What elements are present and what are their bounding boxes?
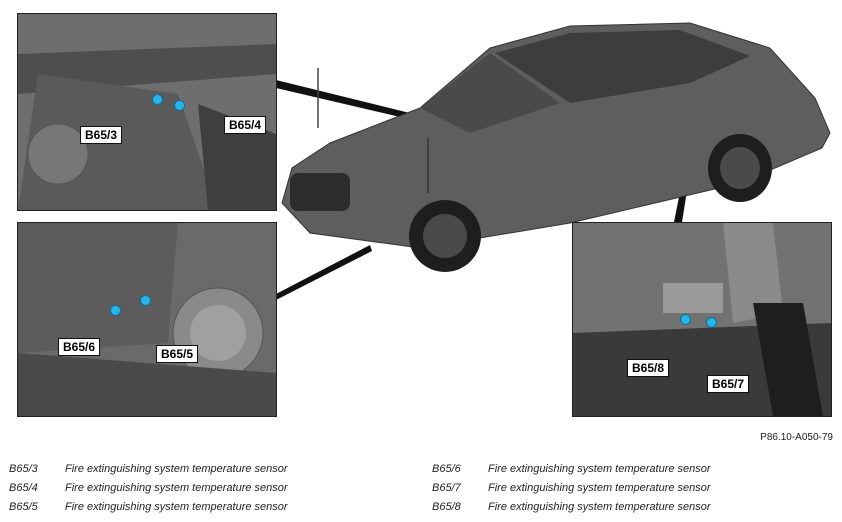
callout-b65-5: B65/5 (156, 345, 199, 363)
car-illustration (281, 22, 831, 272)
callout-b65-8: B65/8 (627, 359, 670, 377)
panel-illustration (18, 223, 276, 416)
detail-panel-top-left: B65/3 B65/4 (17, 13, 277, 211)
callout-b65-7: B65/7 (707, 375, 750, 393)
sensor-b65-6 (110, 305, 121, 316)
detail-panel-right: B65/8 B65/7 (572, 222, 832, 417)
detail-panel-bottom-left: B65/6 B65/5 (17, 222, 277, 417)
panel-illustration (573, 223, 831, 416)
sensor-b65-8 (680, 314, 691, 325)
reference-code: P86.10-A050-79 (760, 432, 833, 443)
callout-b65-4: B65/4 (224, 116, 267, 134)
sensor-b65-5 (140, 295, 151, 306)
sensor-b65-3 (152, 94, 163, 105)
callout-b65-6: B65/6 (58, 338, 101, 356)
sensor-b65-7 (706, 317, 717, 328)
callout-b65-3: B65/3 (80, 126, 123, 144)
sensor-b65-4 (174, 100, 185, 111)
panel-illustration (18, 14, 276, 210)
